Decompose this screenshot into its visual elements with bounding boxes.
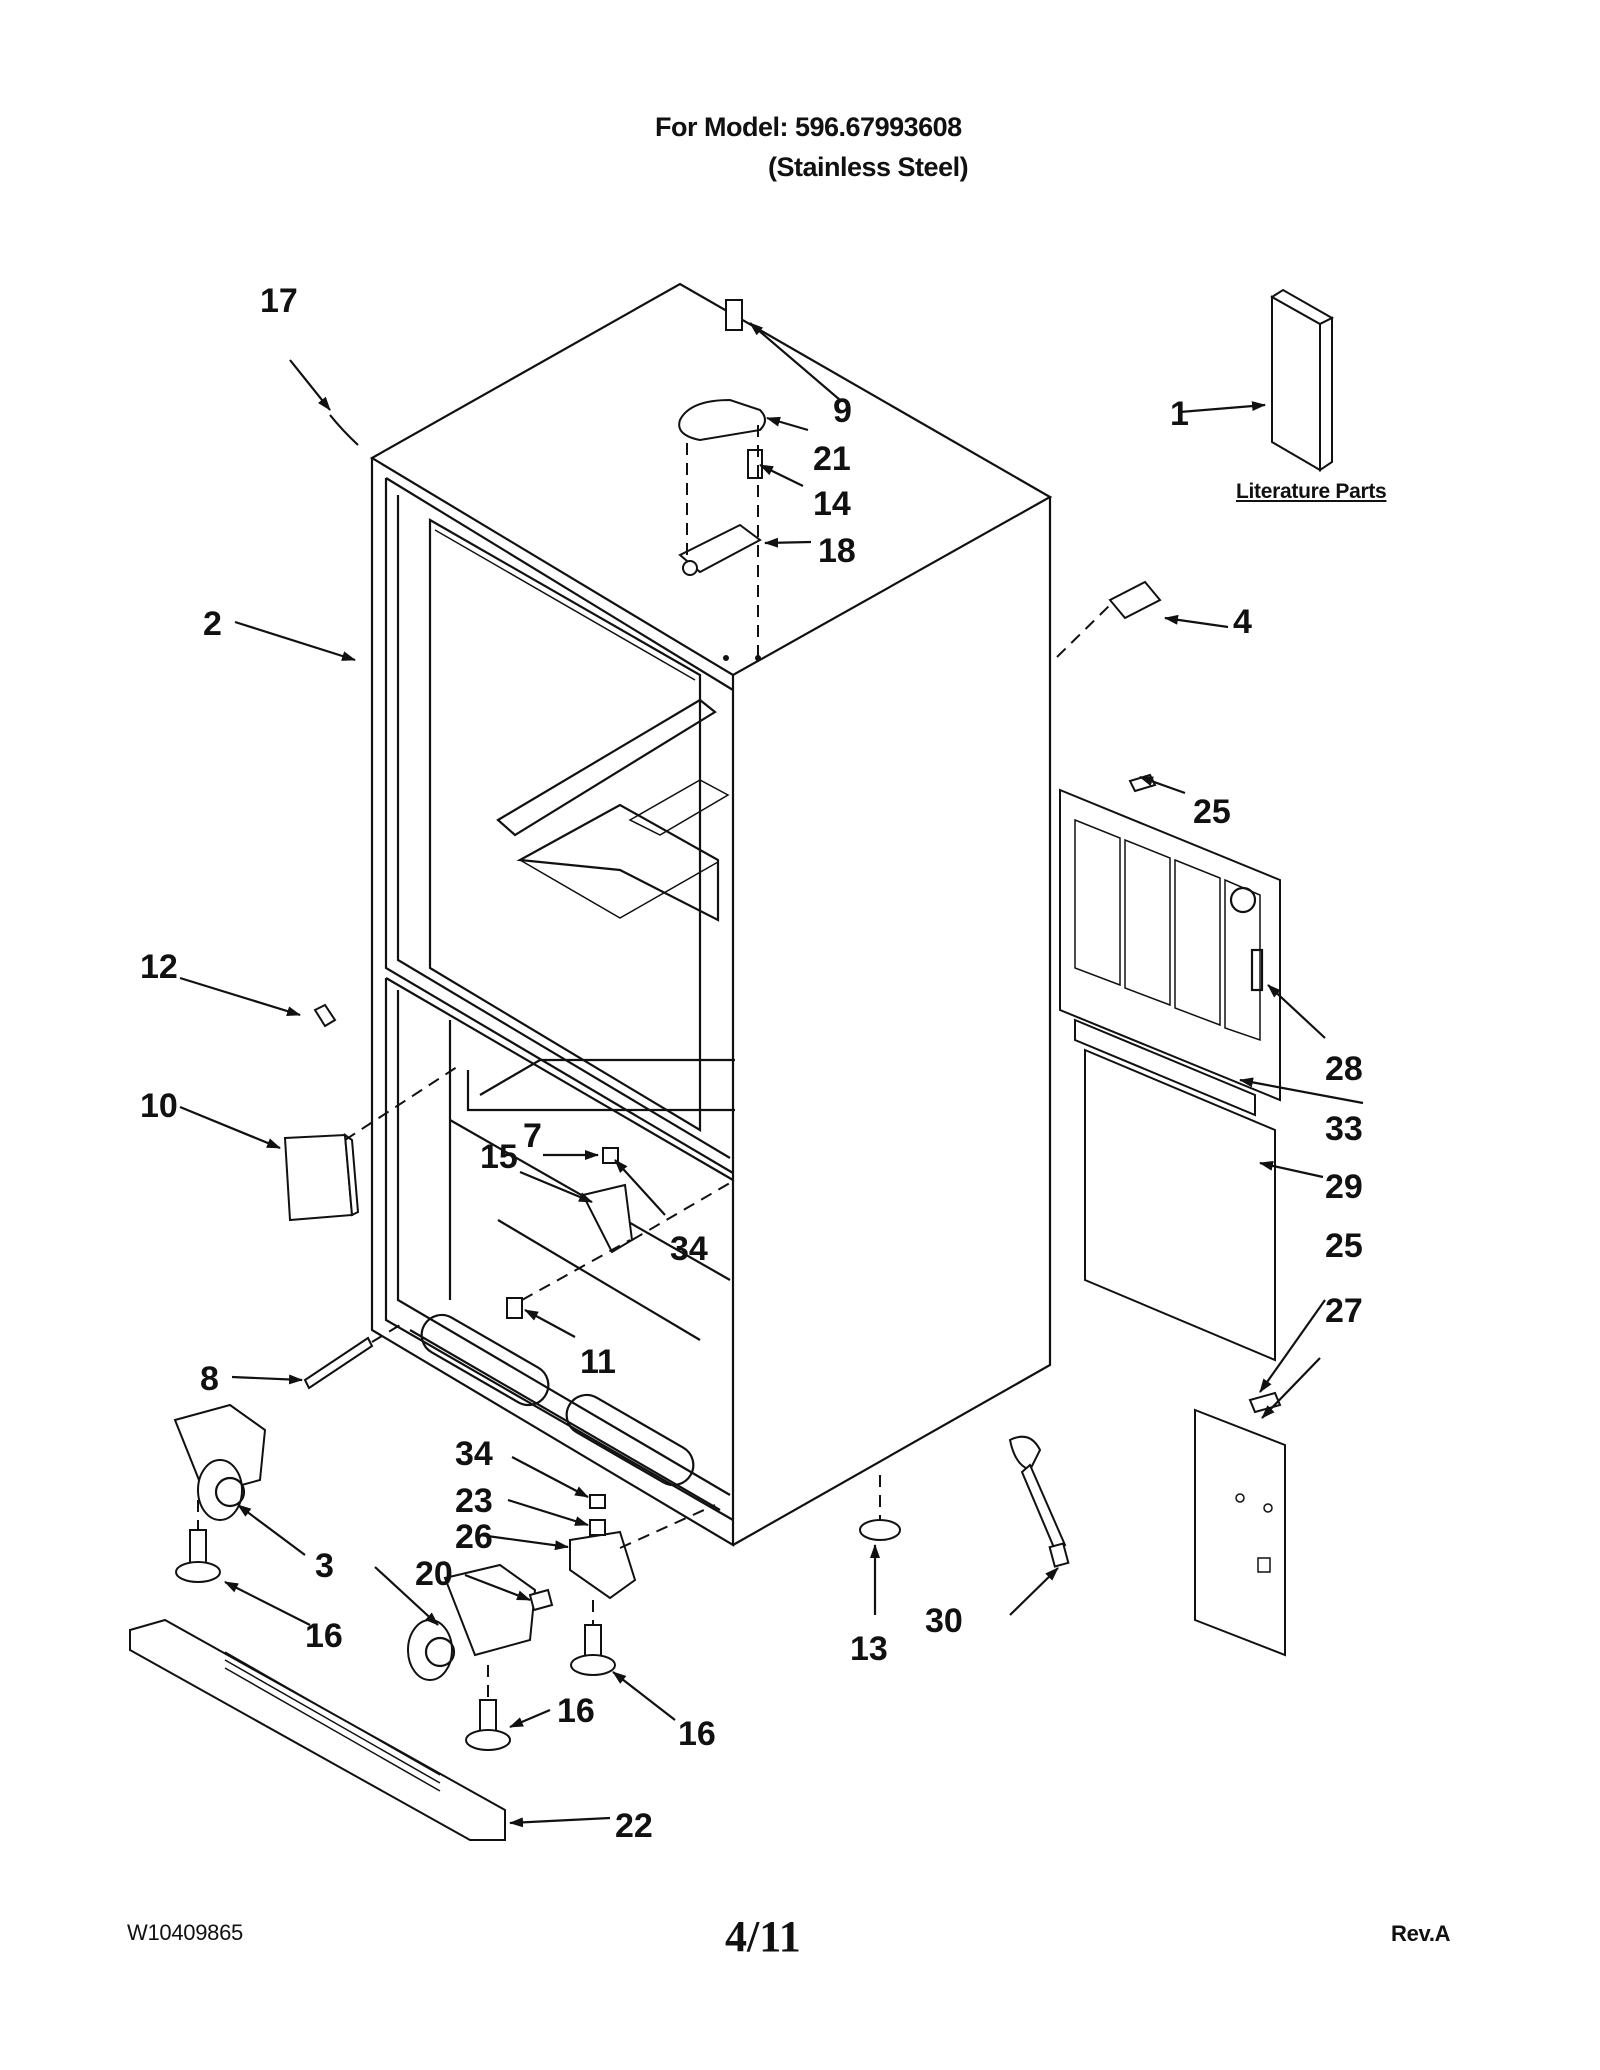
callout-34b: 34: [455, 1435, 493, 1473]
leader-lines: [179, 322, 1364, 1828]
callout-17: 17: [260, 282, 298, 320]
callout-25a: 25: [1193, 793, 1231, 831]
callout-14: 14: [813, 485, 851, 523]
callout-20: 20: [415, 1555, 453, 1593]
literature-book: [1270, 288, 1335, 472]
callout-1: 1: [1170, 395, 1189, 433]
callout-16b: 16: [557, 1692, 595, 1730]
callout-23: 23: [455, 1482, 493, 1520]
screw-23: [589, 1519, 606, 1536]
screw-11: [506, 1297, 523, 1319]
callout-22: 22: [615, 1807, 653, 1845]
callout-25b: 25: [1325, 1227, 1363, 1265]
callout-26: 26: [455, 1518, 493, 1556]
rear-grille-panel: [1059, 788, 1281, 1102]
callout-27: 27: [1325, 1292, 1363, 1330]
cabinet-body: [369, 282, 1053, 1547]
callout-12: 12: [140, 948, 178, 986]
rear-bracket-26: [569, 1530, 637, 1600]
callout-8: 8: [200, 1360, 219, 1398]
literature-parts-label: Literature Parts: [1236, 480, 1387, 503]
callout-18: 18: [818, 532, 856, 570]
callout-11: 11: [580, 1343, 616, 1381]
drain-plug: [859, 1519, 901, 1541]
leveling-leg-right: [465, 1699, 511, 1751]
leveling-leg-center: [570, 1624, 616, 1676]
callout-16a: 16: [305, 1617, 343, 1655]
callout-7: 7: [523, 1117, 542, 1155]
callout-2: 2: [203, 605, 222, 643]
top-hinge-assembly: [678, 299, 766, 661]
gasket-strip: [1074, 1018, 1256, 1117]
callout-3: 3: [315, 1547, 334, 1585]
hose-17: [329, 414, 359, 446]
callout-33: 33: [1325, 1110, 1363, 1148]
model-title: For Model: 596.67993608: [655, 112, 962, 142]
long-screw-8: [303, 1336, 374, 1390]
front-roller-right: [407, 1563, 537, 1681]
callout-10: 10: [140, 1087, 178, 1125]
callout-29: 29: [1325, 1168, 1363, 1206]
screw-20: [528, 1588, 554, 1612]
levelling-wrench: [1008, 1435, 1070, 1568]
damper-control-box: [283, 1132, 360, 1222]
finish-subtitle: (Stainless Steel): [768, 152, 969, 182]
insulation-panel: [1084, 1048, 1276, 1362]
access-cover-panel: [1194, 1408, 1286, 1657]
document-number: W10409865: [127, 1920, 243, 1945]
callout-21: 21: [813, 440, 851, 478]
washer-34: [589, 1494, 606, 1509]
callout-16c: 16: [678, 1715, 716, 1753]
cover-screw: [1248, 1391, 1282, 1414]
center-hinge-15: [581, 1183, 634, 1254]
front-roller-left: [173, 1403, 267, 1521]
leveling-leg-left: [175, 1529, 221, 1583]
callout-28: 28: [1325, 1050, 1363, 1088]
callout-13: 13: [850, 1630, 888, 1668]
page-number: 4/11: [725, 1912, 801, 1961]
screw-12: [313, 1003, 337, 1028]
callout-4: 4: [1233, 603, 1252, 641]
callout-9: 9: [833, 392, 852, 430]
base-grille: [129, 1618, 506, 1841]
label-clip: [1108, 580, 1162, 620]
callout-34a: 34: [670, 1230, 708, 1268]
callout-15: 15: [480, 1138, 518, 1176]
callout-30: 30: [925, 1602, 963, 1640]
revision-label: Rev.A: [1391, 1921, 1451, 1946]
